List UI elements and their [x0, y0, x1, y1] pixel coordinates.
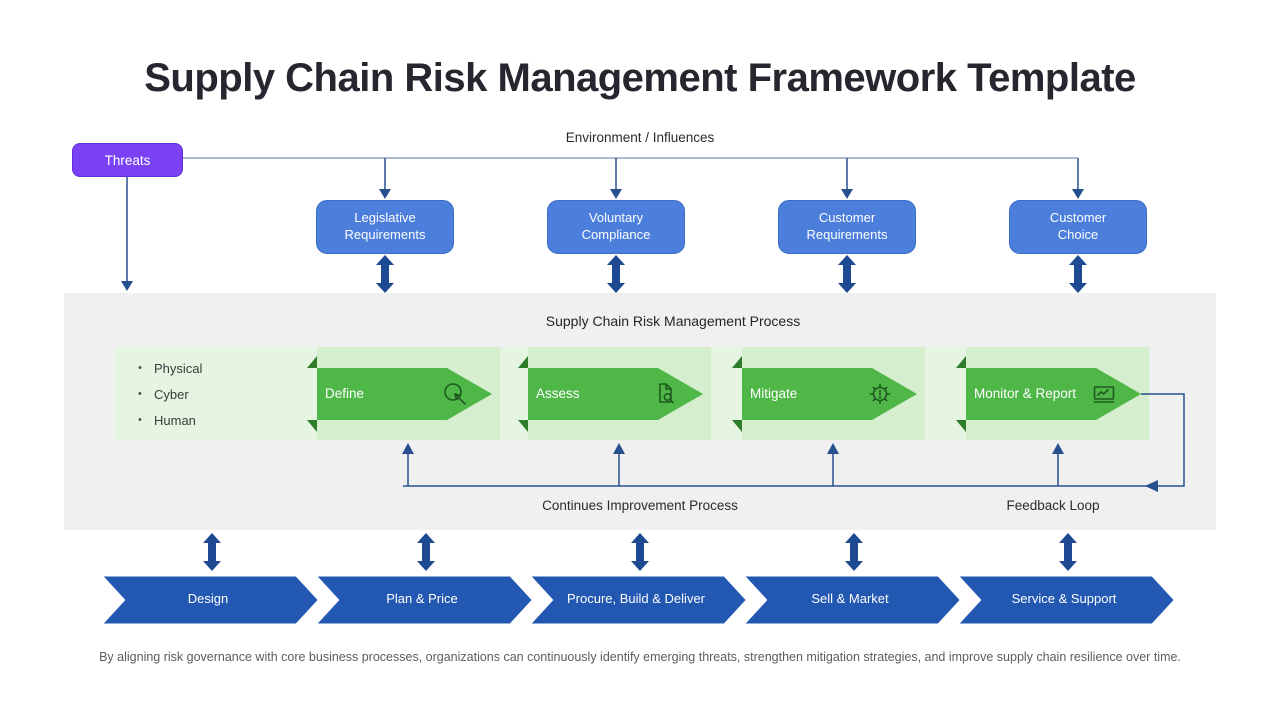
chevron-plan-price — [306, 572, 539, 628]
process-heading: Supply Chain Risk Management Process — [545, 313, 801, 329]
influence-label: Legislative Requirements — [344, 210, 426, 242]
gear-alert-icon — [869, 383, 891, 405]
influence-box-voluntary-compliance: Voluntary Compliance — [547, 200, 685, 254]
feedback-label: Feedback Loop — [1006, 498, 1100, 513]
step-label: Define — [325, 386, 365, 401]
chevron-procure-build-deliver — [520, 572, 753, 628]
chevron-design — [98, 572, 325, 628]
double-arrow — [845, 533, 863, 571]
risk-item: •Cyber — [138, 386, 189, 402]
influence-box-customer-requirements: Customer Requirements — [778, 200, 916, 254]
double-arrow — [1069, 255, 1087, 293]
influence-box-customer-choice: Customer Choice — [1009, 200, 1147, 254]
improvement-label: Continues Improvement Process — [542, 498, 738, 513]
value-chain-label: Procure, Build & Deliver — [567, 591, 705, 607]
double-arrow — [838, 255, 856, 293]
chevron-sell-market — [734, 572, 967, 628]
document-search-icon — [659, 383, 674, 404]
influence-label: Customer Requirements — [806, 210, 888, 242]
threats-label: Threats — [104, 152, 151, 168]
influence-label: Voluntary Compliance — [581, 210, 651, 242]
double-arrow — [631, 533, 649, 571]
value-chain-label: Design — [187, 591, 229, 607]
bullet-icon: • — [138, 362, 142, 374]
risk-item: •Physical — [138, 360, 203, 376]
step-label: Mitigate — [750, 386, 798, 401]
influence-box-legislative-requirements: Legislative Requirements — [316, 200, 454, 254]
risk-item: •Human — [138, 412, 196, 428]
value-chain-label: Plan & Price — [386, 591, 458, 607]
value-chain-label: Service & Support — [1011, 591, 1117, 607]
step-label: Monitor & Report — [974, 386, 1077, 401]
double-arrow — [607, 255, 625, 293]
value-chain-label: Sell & Market — [811, 591, 889, 607]
step-arrow-monitor-report — [956, 356, 1141, 432]
bullet-icon: • — [138, 414, 142, 426]
value-chain-chevrons — [98, 572, 1181, 628]
click-target-icon — [444, 383, 466, 405]
step-label: Assess — [536, 386, 580, 401]
page-title: Supply Chain Risk Management Framework T… — [144, 56, 1136, 100]
step-arrow-mitigate — [732, 356, 917, 432]
double-arrow — [417, 533, 435, 571]
step-arrow-assess — [518, 356, 703, 432]
step-arrow-define — [307, 356, 492, 432]
caption: By aligning risk governance with core bu… — [99, 650, 1181, 664]
line-chart-icon — [1093, 386, 1115, 403]
threats-box: Threats — [72, 143, 183, 177]
environment-influences-label: Environment / Influences — [565, 130, 715, 145]
double-arrow — [1059, 533, 1077, 571]
influence-label: Customer Choice — [1049, 210, 1107, 242]
chevron-service-support — [948, 572, 1181, 628]
double-arrow — [376, 255, 394, 293]
risk-type-list: •Physical •Cyber •Human — [138, 355, 298, 433]
bullet-icon: • — [138, 388, 142, 400]
double-arrow — [203, 533, 221, 571]
